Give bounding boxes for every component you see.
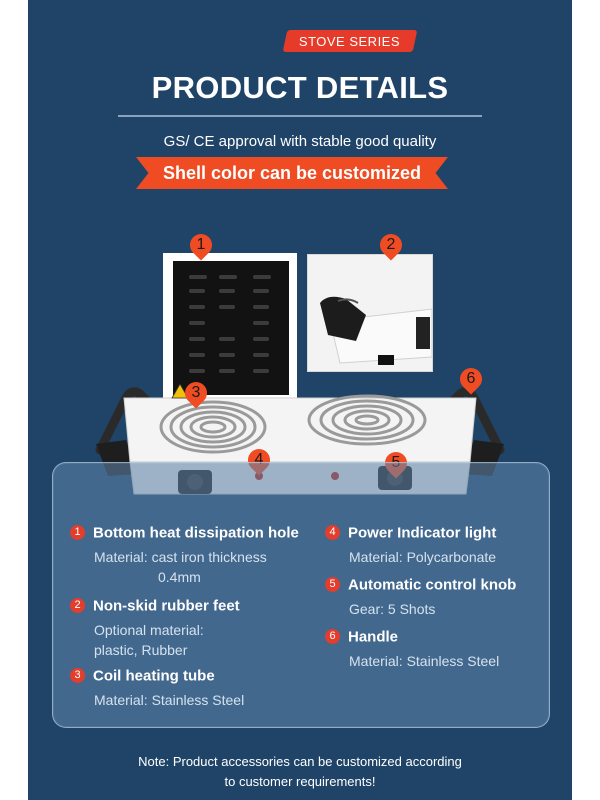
marker-1: 1	[185, 229, 217, 261]
marker-2-label: 2	[386, 236, 396, 253]
rubber-foot-image	[308, 255, 432, 371]
feature-desc-5: Gear: 5 Shots	[349, 601, 436, 617]
feature-desc-3: Material: Stainless Steel	[94, 692, 245, 708]
feature-item-4: 4 Power Indicator light Material: Polycar…	[325, 524, 496, 567]
page-title: PRODUCT DETAILS	[151, 70, 449, 105]
rubber-foot-photo	[307, 254, 433, 372]
feature-desc-4: Material: Polycarbonate	[349, 549, 497, 565]
banner-text: Shell color can be customized	[162, 162, 422, 183]
feature-title-5: Automatic control knob	[348, 576, 517, 594]
marker-3: 3	[180, 377, 212, 409]
approval-subtitle: GS/ CE approval with stable good quality	[163, 133, 437, 150]
feature-item-2: 2 Non-skid rubber feet Optional material:…	[70, 597, 240, 660]
feature-number-3: 3	[70, 668, 85, 684]
feature-item-5: 5 Automatic control knob Gear: 5 Shots	[325, 576, 516, 619]
customize-banner: Shell color can be customized	[136, 157, 448, 189]
feature-desc-1b: 0.4mm	[158, 569, 201, 585]
marker-3-label: 3	[191, 384, 201, 401]
series-badge-label: STOVE SERIES	[299, 33, 401, 49]
features-card	[52, 462, 550, 728]
series-badge: STOVE SERIES	[282, 30, 418, 52]
feature-number-6: 6	[325, 629, 340, 645]
feature-desc-2: Optional material:	[94, 622, 204, 638]
feature-number-1: 1	[70, 525, 85, 541]
marker-6: 6	[455, 363, 487, 395]
feature-desc-1: Material: cast iron thickness	[94, 549, 267, 565]
feature-title-1: Bottom heat dissipation hole	[93, 524, 299, 542]
note-line-1: Note: Product accessories can be customi…	[138, 754, 462, 769]
feature-title-3: Coil heating tube	[93, 667, 215, 685]
feature-title-4: Power Indicator light	[348, 524, 497, 542]
feature-desc-2b: plastic, Rubber	[94, 642, 188, 658]
marker-6-label: 6	[466, 370, 476, 387]
feature-item-3: 3 Coil heating tube Material: Stainless S…	[70, 667, 244, 710]
feature-item-1: 1 Bottom heat dissipation hole Material: …	[70, 524, 299, 587]
feature-number-5: 5	[325, 577, 340, 593]
feature-desc-6: Material: Stainless Steel	[349, 653, 500, 669]
customization-note: Note: Product accessories can be customi…	[0, 752, 600, 792]
marker-1-label: 1	[196, 236, 206, 253]
banner-ribbon	[136, 157, 448, 189]
bottom-plate-image	[173, 261, 289, 395]
feature-item-6: 6 Handle Material: Stainless Steel	[325, 628, 499, 671]
marker-2: 2	[375, 229, 407, 261]
note-line-2: to customer requirements!	[224, 774, 376, 789]
feature-title-6: Handle	[348, 628, 399, 646]
feature-number-2: 2	[70, 598, 85, 614]
feature-number-4: 4	[325, 525, 340, 541]
bottom-plate-photo	[163, 253, 297, 401]
feature-title-2: Non-skid rubber feet	[93, 597, 240, 615]
title-divider	[118, 115, 482, 117]
